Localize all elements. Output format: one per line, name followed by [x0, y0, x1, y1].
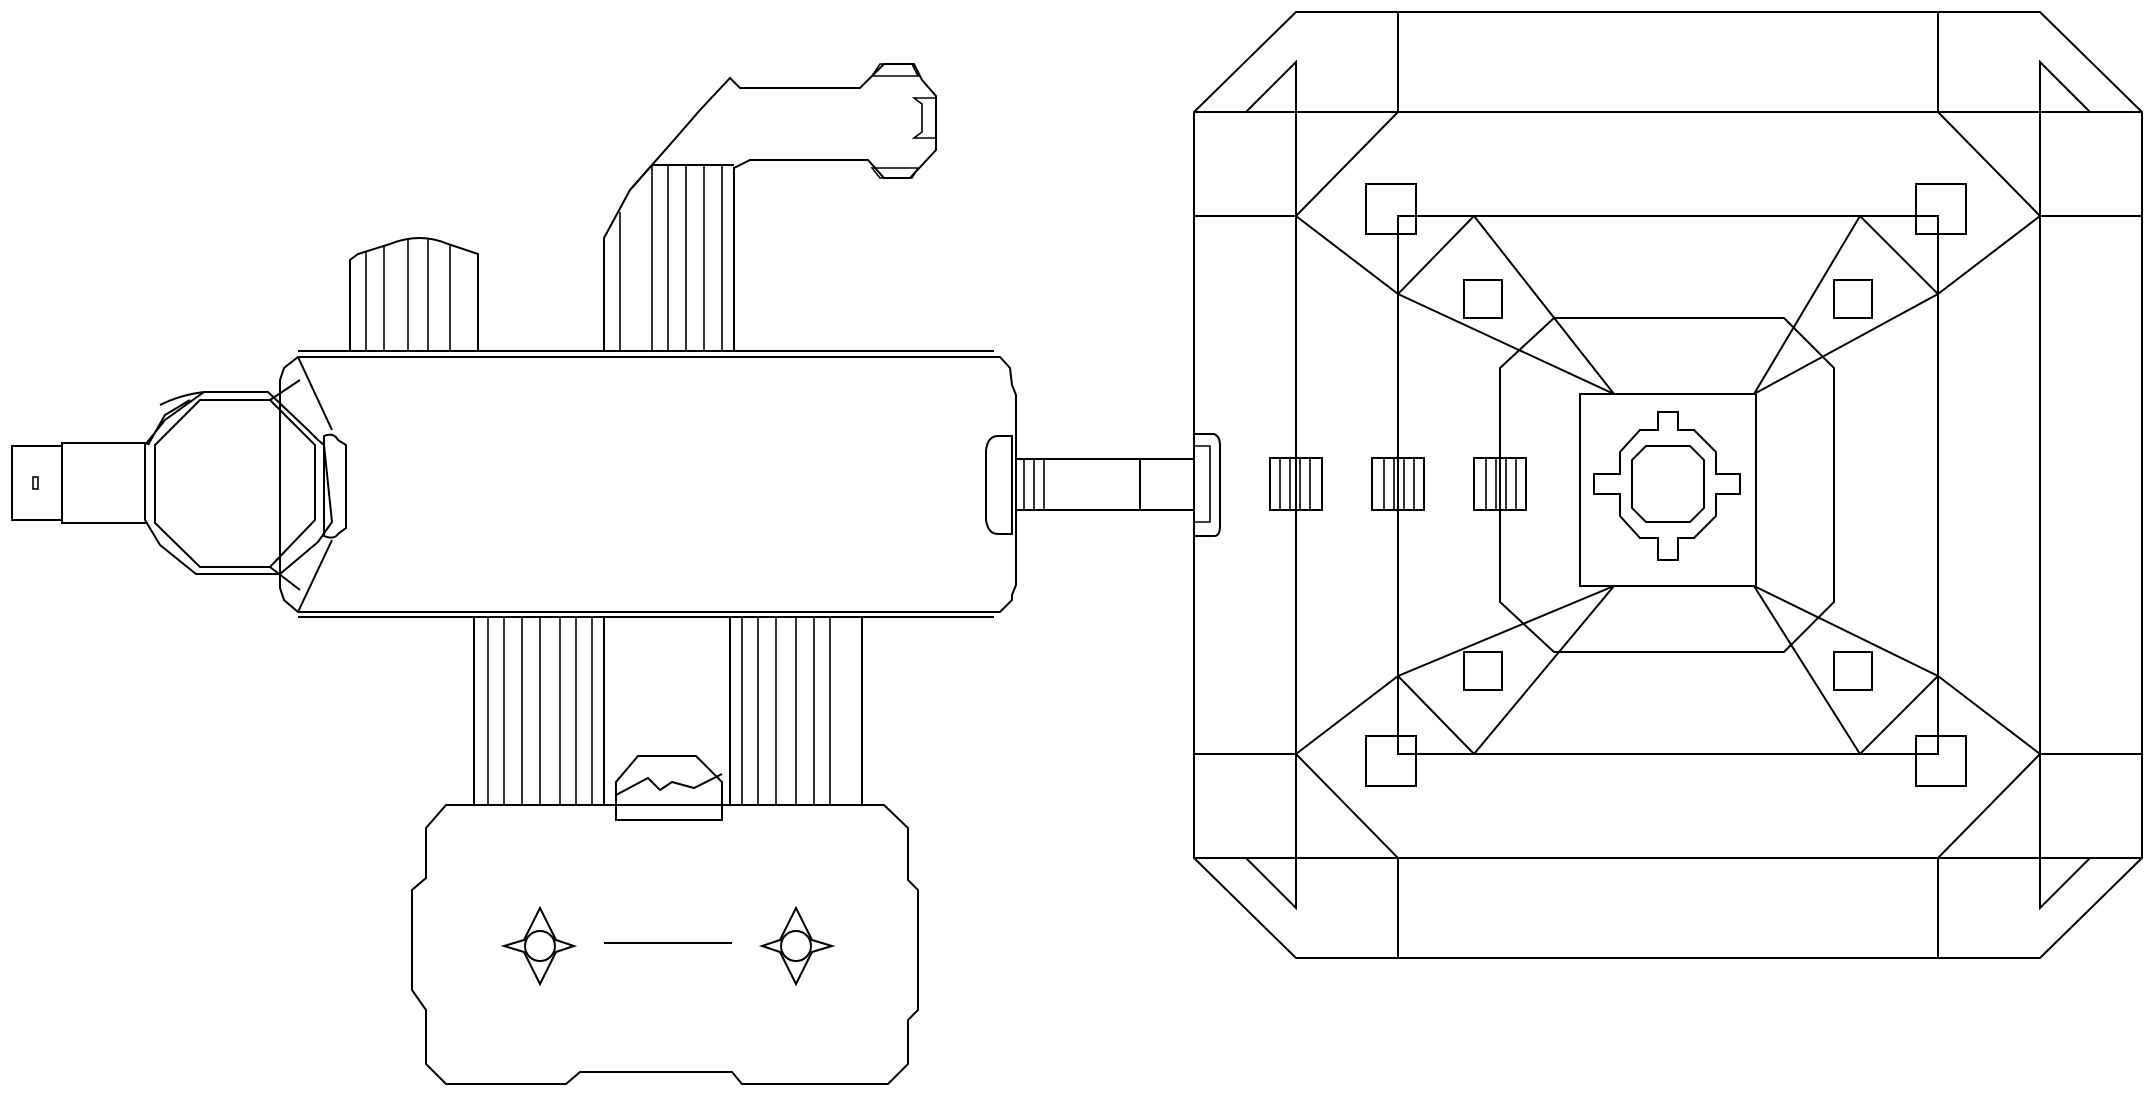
south-courtyard	[411, 804, 919, 1085]
corner-block-ne	[1915, 183, 1967, 235]
octagon-room	[144, 379, 334, 591]
cross-octagon-marker	[1593, 411, 1741, 561]
inner-block-nw	[1463, 279, 1503, 319]
alcove-north	[870, 63, 920, 77]
inner-block-ne	[1833, 279, 1873, 319]
south-stairways	[473, 617, 863, 821]
main-hall	[279, 350, 1017, 618]
west-entry-corridor	[11, 442, 148, 524]
north-stairway-west	[349, 237, 479, 351]
corner-block-se	[1915, 735, 1967, 787]
east-arena	[1193, 11, 2143, 959]
corner-block-nw	[1365, 183, 1417, 235]
corner-block-sw	[1365, 735, 1417, 787]
inner-block-sw	[1463, 651, 1503, 691]
arena-steps	[1269, 457, 1527, 511]
central-platform	[1579, 393, 1757, 587]
switch-marker	[32, 476, 39, 490]
east-bridge	[1016, 433, 1221, 537]
northeast-passage	[603, 63, 937, 351]
alcove-south	[870, 167, 920, 179]
inner-block-se	[1833, 651, 1873, 691]
alcove-east	[911, 97, 937, 139]
four-point-star-marker-east	[758, 905, 836, 987]
four-point-star-marker-west	[500, 905, 578, 987]
